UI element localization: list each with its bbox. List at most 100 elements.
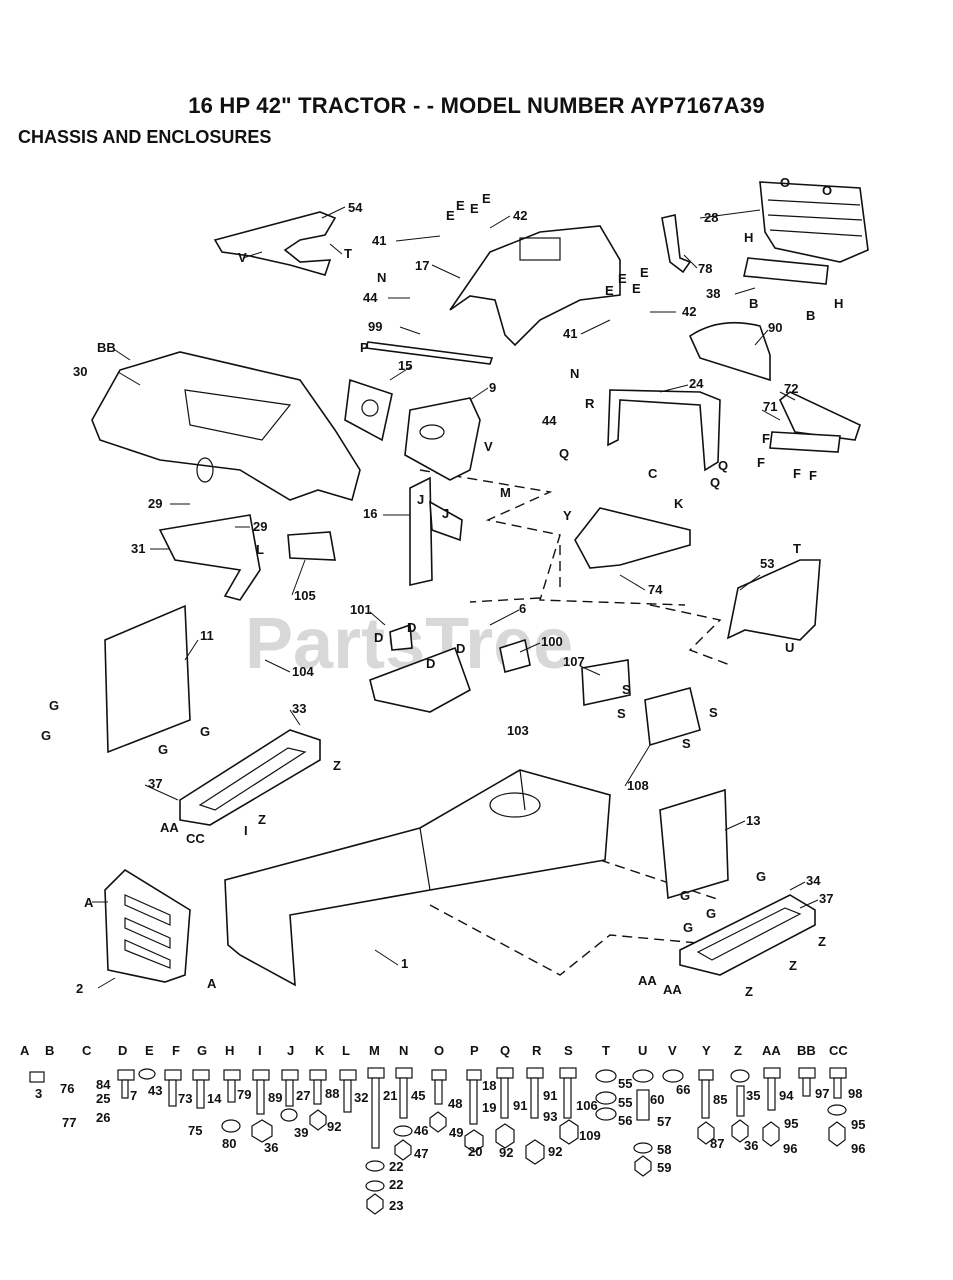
part-100-clip <box>499 638 531 674</box>
callout-q: Q <box>710 475 720 490</box>
bolt-icon <box>371 1077 380 1149</box>
bolt-icon <box>833 1077 842 1099</box>
hw-number: 91 <box>543 1088 557 1103</box>
callout-15: 15 <box>398 358 412 373</box>
nut-icon <box>634 1155 652 1177</box>
callout-41: 41 <box>563 326 577 341</box>
callout-c: C <box>648 466 658 481</box>
hw-number: 3 <box>35 1086 42 1101</box>
part-101-clip <box>389 623 413 651</box>
hw-number: 32 <box>354 1090 368 1105</box>
nut-icon <box>251 1119 273 1143</box>
part-9-dash-tower <box>404 397 481 481</box>
part-37-mat <box>198 747 307 811</box>
callout-e: E <box>618 271 627 286</box>
callout-30: 30 <box>73 364 87 379</box>
hw-letter-l: L <box>342 1043 350 1058</box>
callout-y: Y <box>563 508 572 523</box>
hw-letter-s: S <box>564 1043 573 1058</box>
callout-s: S <box>682 736 691 751</box>
callout-103: 103 <box>507 723 529 738</box>
part-11-panel <box>104 604 191 754</box>
nut-icon <box>394 1139 412 1161</box>
callout-108: 108 <box>627 778 649 793</box>
hw-letter-v: V <box>668 1043 677 1058</box>
callout-m: M <box>500 485 511 500</box>
hw-number: 84 <box>96 1077 111 1092</box>
washer-icon <box>595 1091 617 1105</box>
callout-e: E <box>482 191 491 206</box>
hw-number: 19 <box>482 1100 496 1115</box>
bolt-icon <box>343 1079 352 1113</box>
callout-l: L <box>256 542 264 557</box>
callout-e: E <box>446 208 455 223</box>
leader-lines <box>92 206 819 989</box>
hw-letter-j: J <box>287 1043 294 1058</box>
callout-g: G <box>706 906 716 921</box>
washer-icon <box>365 1180 385 1192</box>
frame-engine-opening <box>489 792 541 818</box>
callout-90: 90 <box>768 320 782 335</box>
callout-37: 37 <box>819 891 833 906</box>
spacer-icon <box>636 1089 650 1121</box>
bolt-icon <box>526 1067 544 1079</box>
callout-38: 38 <box>706 286 720 301</box>
bolt-icon <box>339 1069 357 1081</box>
hw-number: 18 <box>482 1078 496 1093</box>
bolt-icon <box>121 1079 129 1099</box>
hw-number: 21 <box>383 1088 397 1103</box>
callout-q: Q <box>559 446 569 461</box>
callout-107: 107 <box>563 654 585 669</box>
hw-number: 49 <box>449 1125 463 1140</box>
nut-icon <box>429 1111 447 1133</box>
callout-13: 13 <box>746 813 760 828</box>
hw-number: 48 <box>448 1096 462 1111</box>
bolt-icon <box>530 1077 539 1119</box>
callout-b: B <box>806 308 815 323</box>
hw-letter-cc: CC <box>829 1043 848 1058</box>
hw-letter-bb: BB <box>797 1043 816 1058</box>
hw-letter-a: A <box>20 1043 30 1058</box>
callout-f: F <box>762 431 770 446</box>
bolt-icon <box>117 1069 135 1081</box>
page-subtitle: CHASSIS AND ENCLOSURES <box>18 127 272 147</box>
part-99-rod <box>364 341 494 365</box>
callout-bb: BB <box>97 340 116 355</box>
callout-53: 53 <box>760 556 774 571</box>
hw-number: 93 <box>543 1109 557 1124</box>
hw-number: 22 <box>389 1159 403 1174</box>
callout-31: 31 <box>131 541 145 556</box>
callout-aa: AA <box>638 973 657 988</box>
hw-number: 14 <box>207 1091 222 1106</box>
callout-i: I <box>244 823 248 838</box>
callout-t: T <box>793 541 801 556</box>
callout-29: 29 <box>148 496 162 511</box>
hw-letter-z: Z <box>734 1043 742 1058</box>
part-38-plate <box>743 257 829 285</box>
part-33-footrest <box>179 729 321 826</box>
callout-1: 1 <box>401 956 408 971</box>
routing-line-mid <box>469 545 561 603</box>
washer-icon <box>393 1125 413 1137</box>
part-90-cover <box>688 321 771 382</box>
part-71-trim <box>769 431 841 453</box>
bolt-icon <box>698 1069 714 1081</box>
callout-labels: 54 V T 41 E E E E 42 17 N 44 O O 28 78 H… <box>41 175 843 999</box>
callout-6: 6 <box>519 601 526 616</box>
callout-cc: CC <box>186 831 205 846</box>
part-15-plate <box>344 378 393 442</box>
part-74-plate <box>574 507 691 569</box>
callout-d: D <box>407 620 416 635</box>
hw-letter-p: P <box>470 1043 479 1058</box>
callout-a: A <box>84 895 94 910</box>
callout-g: G <box>49 698 59 713</box>
callout-h: H <box>834 296 843 311</box>
callout-e: E <box>456 198 465 213</box>
frame-edges <box>419 769 526 891</box>
callout-z: Z <box>789 958 797 973</box>
nut-icon <box>697 1121 715 1145</box>
bolt-icon <box>285 1079 294 1107</box>
part-108-bracket <box>644 687 701 747</box>
hw-number: 25 <box>96 1091 110 1106</box>
